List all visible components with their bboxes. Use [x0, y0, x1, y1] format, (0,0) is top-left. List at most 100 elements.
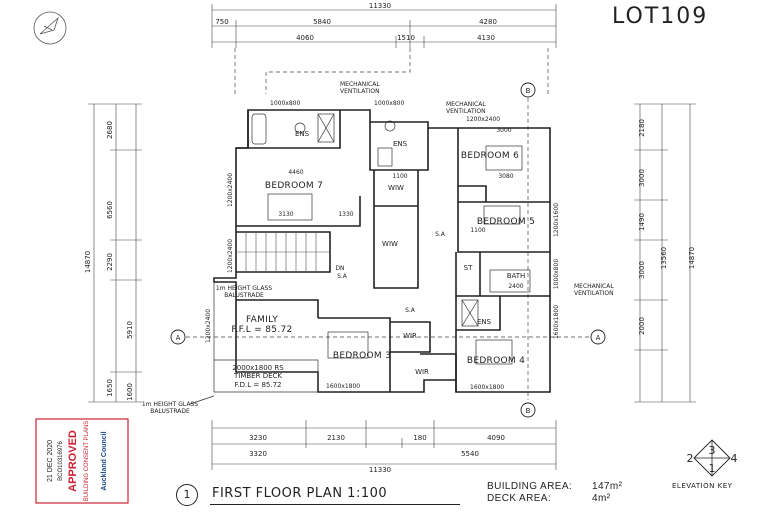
window-sizes: 1000x800 1000x800 1200x2400 1600x1800 16…	[205, 100, 560, 391]
section-markers: B B A A	[170, 82, 606, 418]
right-dim-3: 1490	[638, 213, 646, 231]
interior-dim-b: 3130	[278, 211, 293, 218]
note-mech-1: MECHANICAL	[340, 81, 380, 88]
interior-dim-c: 1330	[338, 211, 353, 218]
left-overall-dim: 14870	[84, 251, 92, 273]
smoke-alarm-3: S.A	[405, 307, 416, 314]
window-left-2: 1200x2400	[227, 239, 234, 273]
window-top-3: 1200x2400	[466, 116, 500, 123]
section-marker-a-left: A	[176, 334, 181, 342]
right-dim-5: 2000	[638, 317, 646, 335]
room-bedroom-5: BEDROOM 5	[477, 217, 535, 227]
note-vent-1: VENTILATION	[340, 88, 380, 95]
deck-area-value: 4m²	[592, 493, 611, 504]
interior-dim-e: 1100	[470, 227, 485, 234]
family-floor-level: F.F.L = 85.72	[231, 325, 292, 335]
deck-area-label: DECK AREA:	[487, 493, 552, 504]
elevation-key-label: ELEVATION KEY	[672, 482, 733, 490]
note-vent-3: VENTILATION	[574, 290, 614, 297]
room-st: ST	[464, 264, 473, 272]
right-dim-6: 13560	[660, 247, 668, 269]
interior-dimensions: 4460 3130 1330 3080 1100 2400 3000 1100	[278, 127, 523, 290]
deck-label: TIMBER DECK	[233, 372, 282, 380]
note-glass-1b: BALUSTRADE	[224, 292, 264, 299]
interior-dim-a: 4460	[288, 169, 303, 176]
top-dim-4: 4060	[296, 34, 314, 42]
left-dim-3: 2290	[106, 253, 114, 271]
window-top-2: 1000x800	[374, 100, 404, 107]
bottom-dim-4: 3320	[249, 450, 267, 458]
right-dim-4: 3000	[638, 261, 646, 279]
room-wir-2: WIR	[415, 368, 429, 376]
lot-label: LOT109	[612, 4, 709, 29]
note-glass-2b: BALUSTRADE	[150, 408, 190, 415]
bottom-dim-3: 4090	[487, 434, 505, 442]
stair-down: DN	[335, 265, 344, 272]
elevation-key-east: 4	[731, 452, 738, 465]
deck-size: 2000x1800 RS	[232, 364, 284, 372]
stamp-plans: BUILDING CONSENT PLANS	[84, 421, 90, 502]
left-dim-6: 1600	[126, 383, 134, 401]
section-marker-b-top: B	[526, 87, 531, 95]
note-vent-2: VENTILATION	[446, 108, 486, 115]
right-dimensions: 2180 3000 1490 3000 2000 13560 14870	[634, 103, 696, 403]
elevation-key: 3 2 4 1	[676, 438, 748, 492]
left-dim-5: 5910	[126, 321, 134, 339]
interior-dim-f: 2400	[508, 283, 523, 290]
plan-title-underline	[210, 504, 460, 505]
left-dim-4: 1650	[106, 379, 114, 397]
interior-dim-d: 3080	[498, 173, 513, 180]
bottom-dim-6: 180	[413, 434, 426, 442]
bottom-dim-2: 2130	[327, 434, 345, 442]
stamp-reference: BCO10316976	[58, 440, 64, 480]
room-ens-1: ENS	[295, 130, 310, 138]
right-overall-dim: 14870	[688, 247, 696, 269]
interior-dim-h: 1100	[392, 173, 407, 180]
deck-floor-level: F.D.L = 85.72	[235, 381, 282, 389]
smoke-alarm-2: S.A	[435, 231, 446, 238]
bottom-dimensions: 3230 2130 4090 3320 5540 180 11330	[211, 420, 557, 474]
top-dim-2: 5840	[313, 18, 331, 26]
building-area-value: 147m²	[592, 481, 623, 492]
building-area-label: BUILDING AREA:	[487, 481, 573, 492]
room-bath: BATH	[507, 272, 526, 280]
top-dim-3: 4280	[479, 18, 497, 26]
bottom-overall-dim: 11330	[369, 466, 391, 474]
room-ens-2: ENS	[393, 140, 408, 148]
room-wir-1: WIR	[403, 332, 417, 340]
room-bedroom-4: BEDROOM 4	[467, 356, 525, 366]
top-dim-1: 750	[215, 18, 228, 26]
top-dim-6: 4130	[477, 34, 495, 42]
window-left-3: 1200x2400	[205, 309, 212, 343]
right-dim-2: 3000	[638, 169, 646, 187]
room-wiw-1: WIW	[388, 184, 404, 192]
left-dimensions: 14870 2680 6560 2290 1650 5910 1600	[84, 103, 142, 403]
stamp-date: 21 DEC 2020	[47, 440, 54, 482]
window-right-3: 1600x1800	[553, 305, 560, 339]
room-ens-3: ENS	[477, 318, 492, 326]
elevation-key-south: 1	[709, 462, 716, 475]
top-dimensions: 11330 750 5840 4280 4060 1510 4130	[211, 2, 557, 48]
stamp-status: APPROVED	[67, 430, 79, 492]
room-family: FAMILY	[246, 315, 278, 325]
elevation-key-north: 3	[709, 444, 716, 457]
room-labels: BEDROOM 7 BEDROOM 6 BEDROOM 5 BEDROOM 4 …	[231, 130, 535, 389]
fixtures	[251, 113, 531, 365]
building-walls	[213, 109, 551, 393]
section-marker-a-right: A	[596, 334, 601, 342]
bottom-dim-1: 3230	[249, 434, 267, 442]
deck-area-row: DECK AREA: 4m²	[487, 493, 610, 505]
note-glass-2a: 1m HEIGHT GLASS	[142, 401, 198, 408]
note-glass-1a: 1m HEIGHT GLASS	[216, 285, 272, 292]
left-dim-2: 6560	[106, 201, 114, 219]
room-bedroom-7: BEDROOM 7	[265, 181, 323, 191]
room-bedroom-6: BEDROOM 6	[461, 151, 519, 161]
left-dim-1: 2680	[106, 121, 114, 139]
window-right-2: 1000x800	[553, 259, 560, 289]
top-dim-5: 1510	[397, 34, 415, 42]
room-wiw-2: WIW	[382, 240, 398, 248]
section-marker-b-bottom: B	[526, 407, 531, 415]
north-arrow-icon	[33, 11, 67, 45]
smoke-alarm-1: S.A	[337, 273, 348, 280]
